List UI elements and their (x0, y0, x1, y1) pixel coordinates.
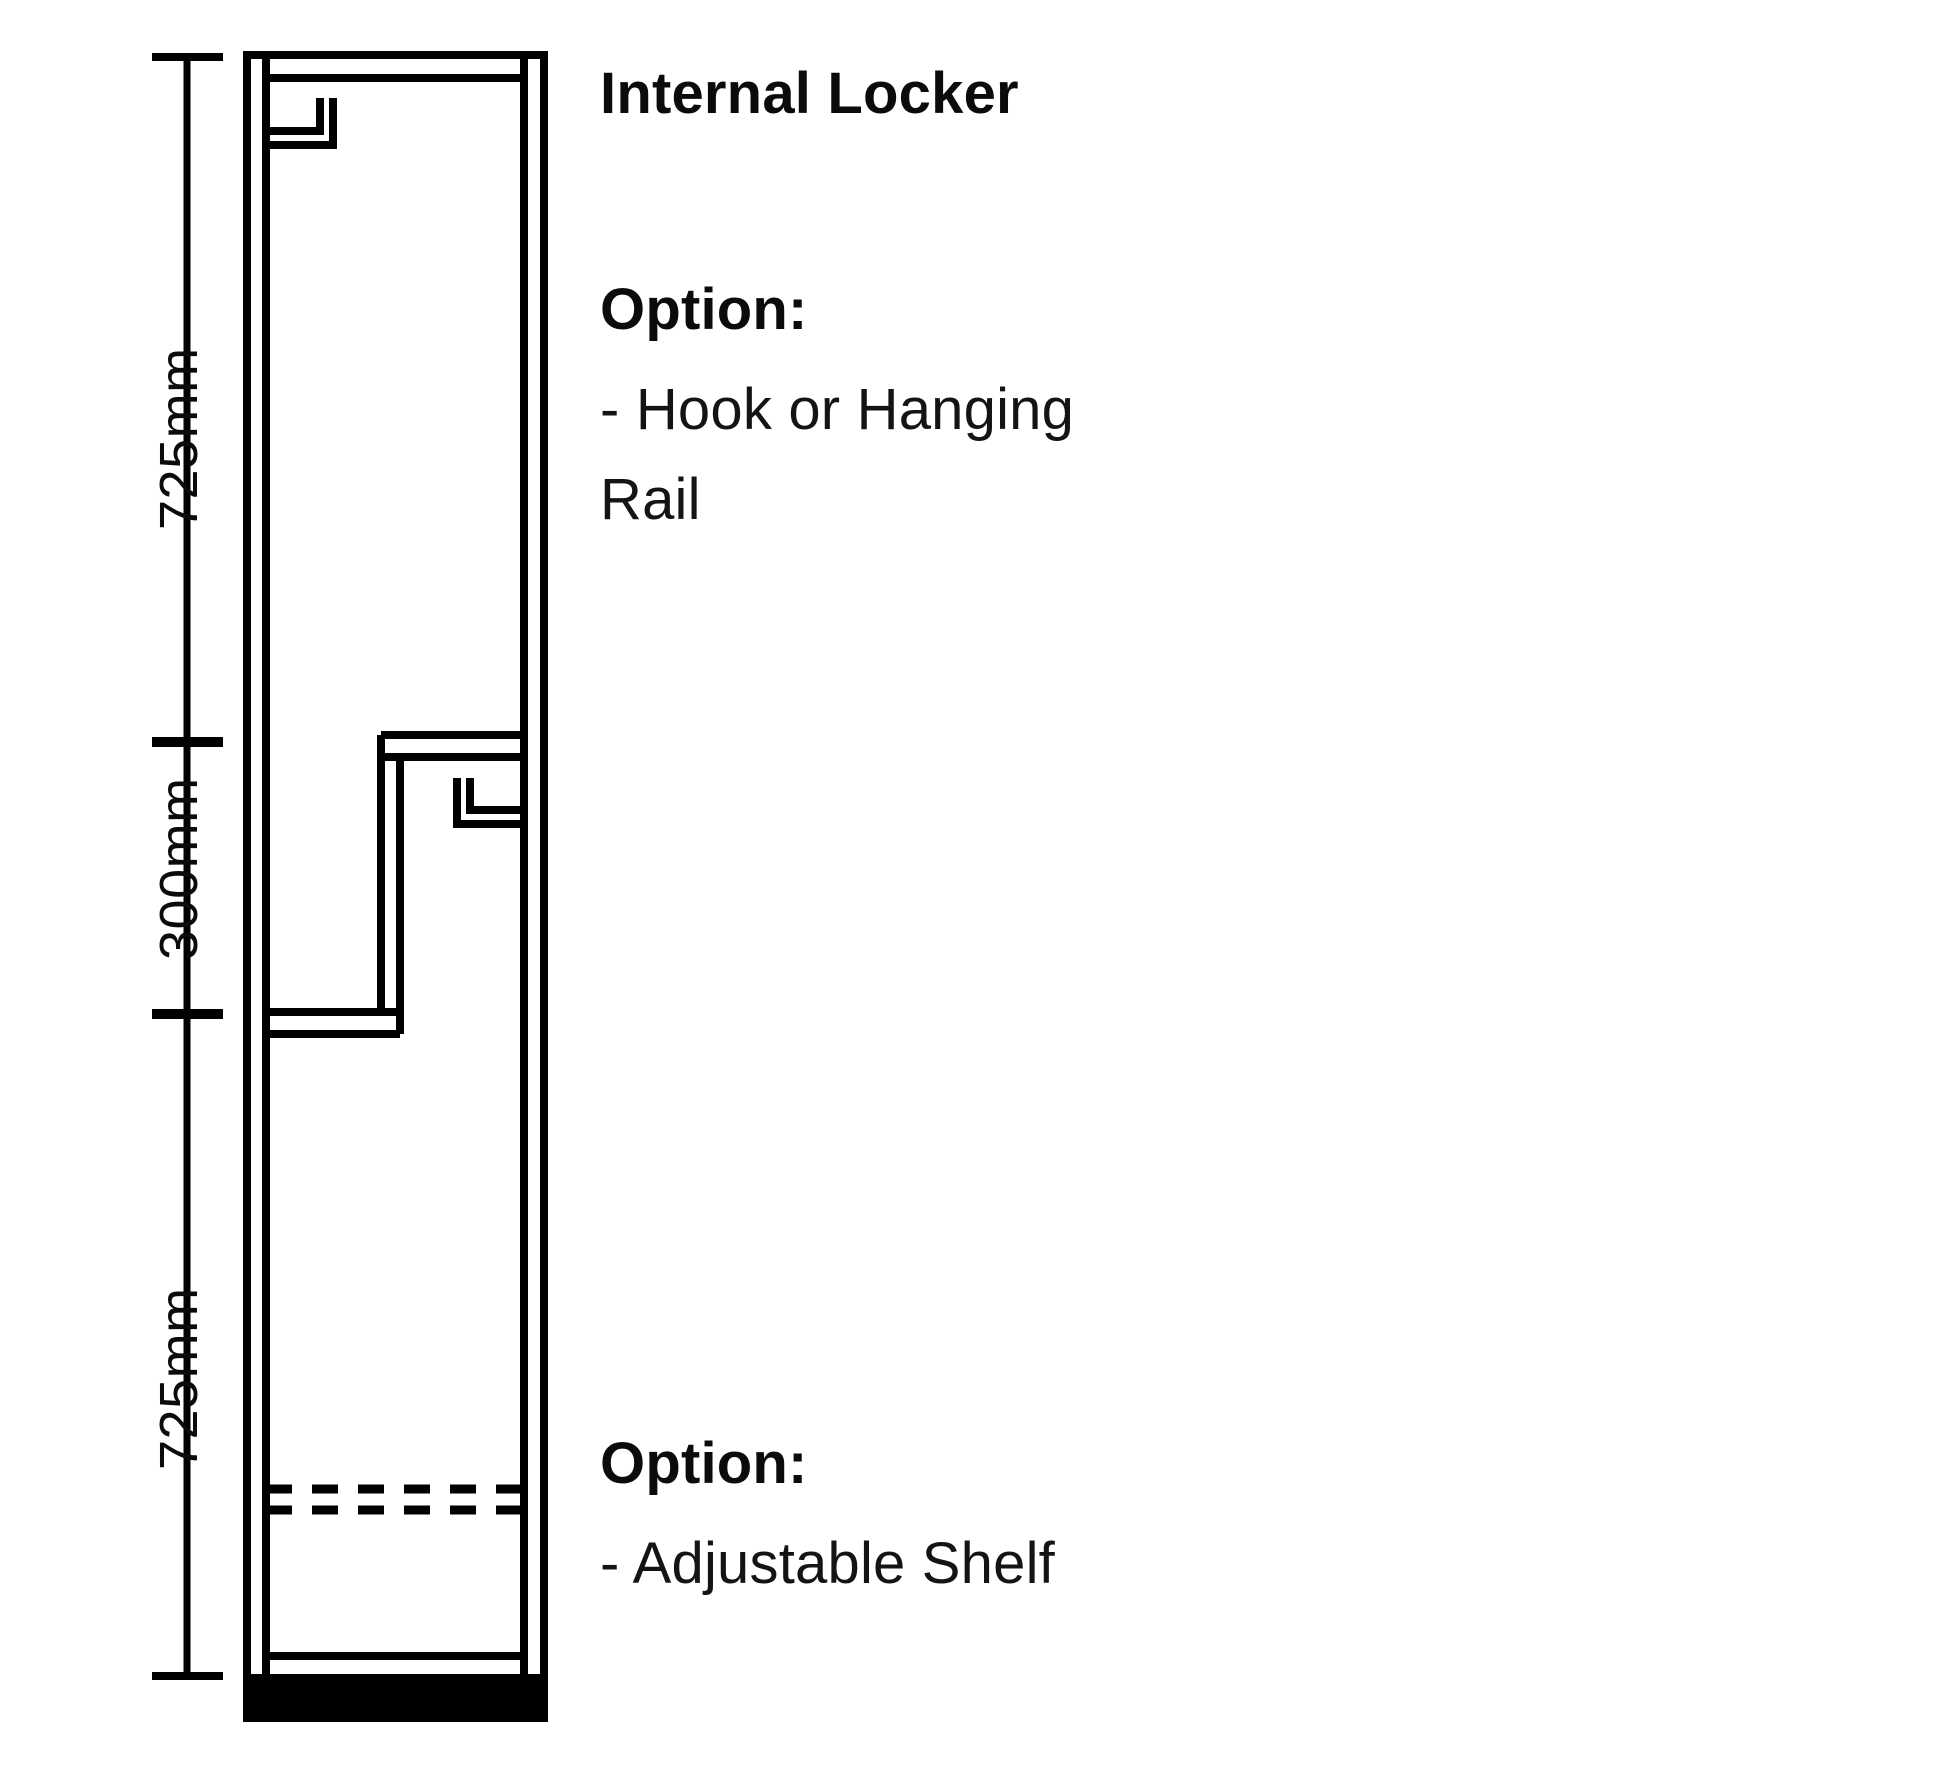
option-1-line-1: - Hook or Hanging (600, 377, 1075, 442)
option-2-line-1: - Adjustable Shelf (600, 1531, 1055, 1596)
dimension-label-top: 725mm (149, 347, 209, 530)
option-2-heading: Option: (600, 1431, 808, 1496)
annotation-text-panel: Internal Locker Option: - Hook or Hangin… (600, 0, 1700, 1776)
locker-carcass-group (243, 51, 548, 1680)
upper-hook-inner (266, 98, 337, 149)
dimension-line-group (152, 53, 223, 1680)
page-title: Internal Locker (600, 61, 1019, 126)
mid-compartment-group (266, 731, 524, 1038)
option-1-heading: Option: (600, 277, 808, 342)
dimension-label-middle: 300mm (149, 777, 209, 960)
upper-hook-outline (266, 98, 324, 135)
dimension-label-bottom: 725mm (149, 1287, 209, 1470)
mid-hook-inner (453, 778, 524, 828)
mid-hook-outline (466, 778, 524, 814)
mid-hook-icon (453, 778, 524, 828)
bottom-panel-group (247, 1652, 544, 1682)
adjustable-shelf-dashed (266, 1484, 524, 1515)
upper-hook-icon (266, 98, 337, 149)
plinth-base (243, 1679, 548, 1722)
option-1-line-2: Rail (600, 467, 701, 532)
